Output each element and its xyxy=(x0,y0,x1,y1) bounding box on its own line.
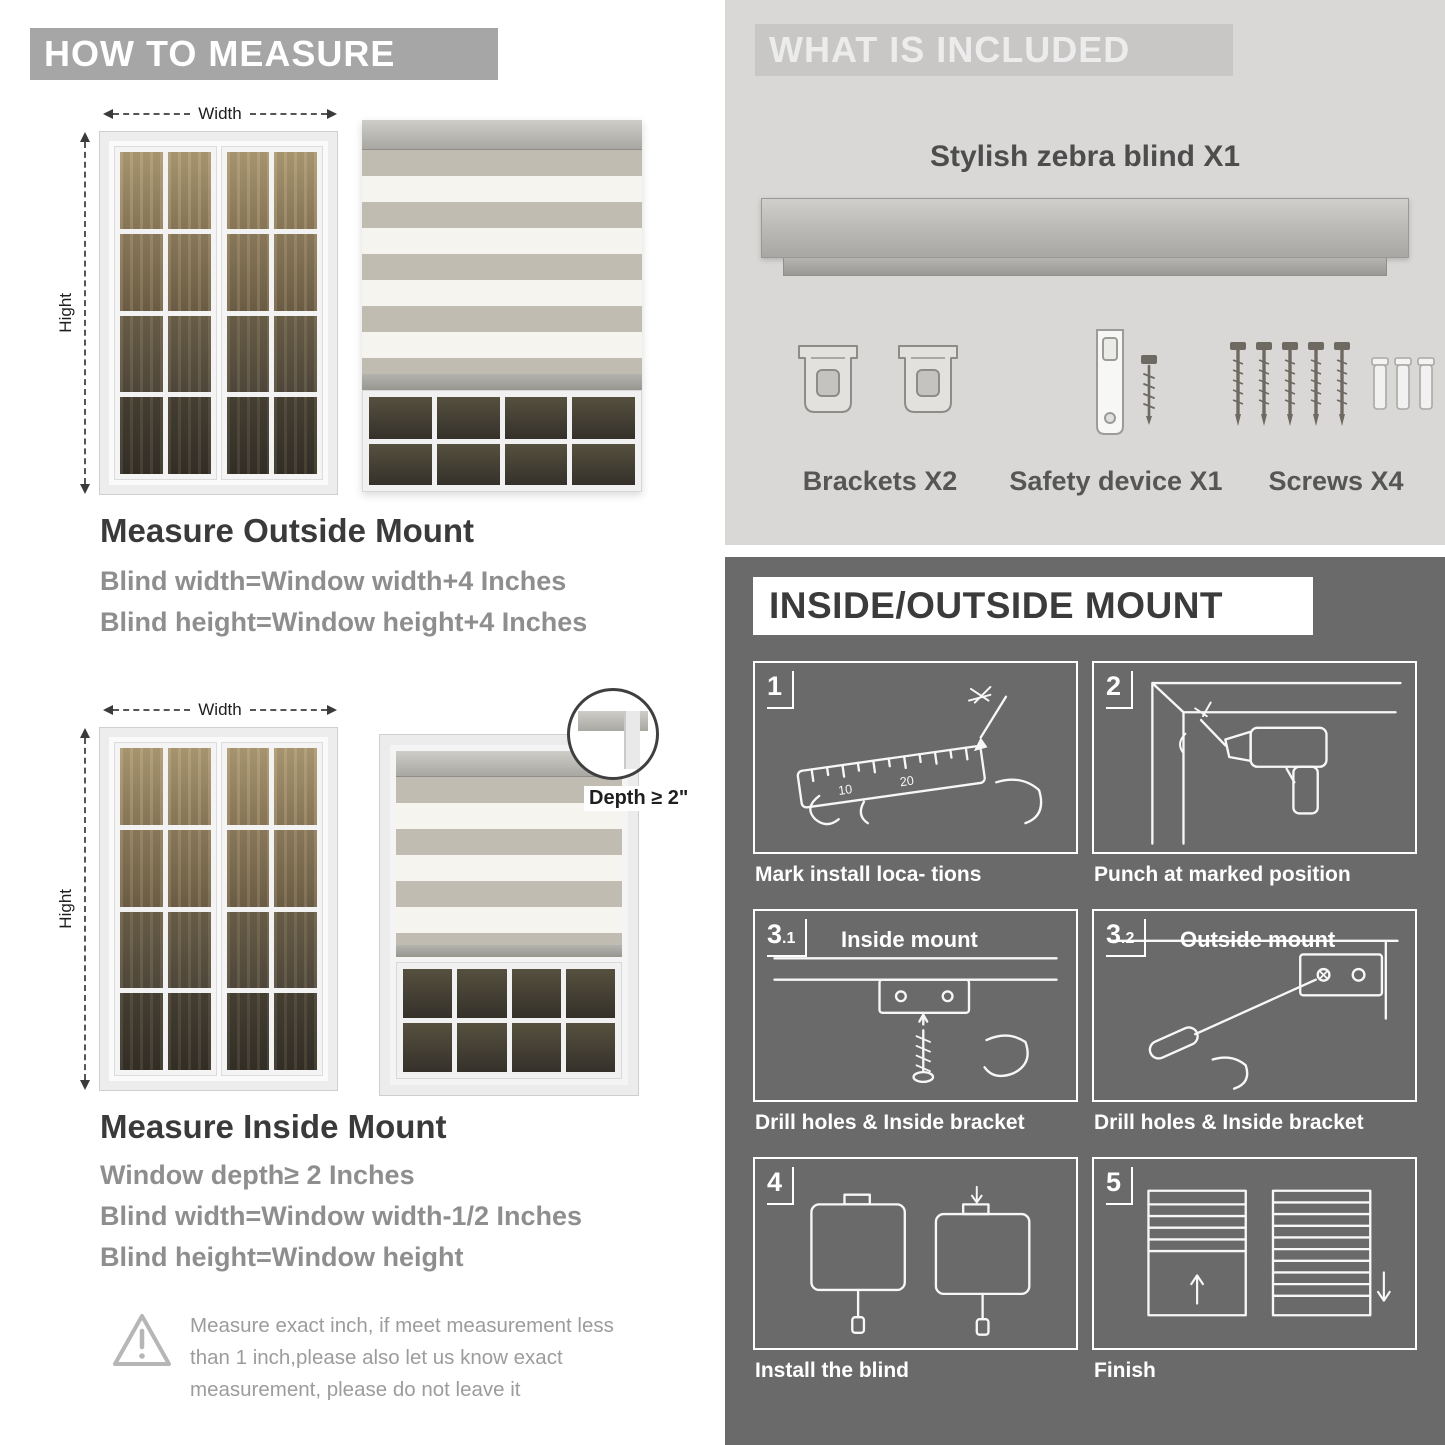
step-4: 4 xyxy=(753,1157,1078,1383)
inside-bracket-illustration xyxy=(773,957,1058,1084)
inside-mount-line-3: Blind height=Window height xyxy=(100,1242,464,1272)
step-number: 4 xyxy=(767,1167,795,1205)
screws-label: Screws X4 xyxy=(1268,466,1404,496)
zebra-blind-outside-photo xyxy=(362,120,642,492)
width-arrow-inside: Width xyxy=(103,700,337,720)
finished-blinds-illustration xyxy=(1147,1189,1391,1317)
arrow-left-icon xyxy=(103,109,113,119)
brackets-icon xyxy=(798,345,958,413)
blind-stripes xyxy=(362,150,642,374)
inside-mount-title: Measure Inside Mount xyxy=(100,1108,447,1145)
measurement-warning: Measure exact inch, if meet measurement … xyxy=(110,1310,630,1405)
warning-text: Measure exact inch, if meet measurement … xyxy=(190,1314,614,1401)
window-sash xyxy=(220,146,323,480)
blind-bottom-rail xyxy=(362,374,642,390)
height-arrow-outside: Hight xyxy=(56,132,90,494)
warning-triangle-icon xyxy=(113,1314,171,1366)
step-5: 5 Finish xyxy=(1092,1157,1417,1383)
width-label: Width xyxy=(198,700,242,719)
mount-steps-grid: 1 10 20 xyxy=(753,661,1417,1383)
step-1-panel: 1 10 20 xyxy=(753,661,1078,854)
window-photo-outside xyxy=(99,131,338,495)
drill-illustration xyxy=(1151,681,1402,845)
height-label: Hight xyxy=(56,889,75,929)
window-sash xyxy=(220,742,323,1076)
step-2-caption: Punch at marked position xyxy=(1094,863,1351,886)
step-4-panel: 4 xyxy=(753,1157,1078,1350)
arrow-down-icon xyxy=(80,484,90,494)
svg-text:20: 20 xyxy=(899,774,915,790)
window-sash xyxy=(114,742,217,1076)
how-to-measure-title: HOW TO MEASURE xyxy=(44,33,396,74)
window-under-blind xyxy=(396,962,622,1079)
inside-mount-line-1: Window depth≥ 2 Inches xyxy=(100,1160,415,1190)
step-1: 1 10 20 xyxy=(753,661,1078,887)
window-sash xyxy=(114,146,217,480)
step-number: 3.1 xyxy=(767,919,808,957)
step-3-1-title: Inside mount xyxy=(841,927,978,952)
outside-bracket-illustration xyxy=(1110,939,1399,1090)
step-3-1-panel: 3.1 Inside mount xyxy=(753,909,1078,1102)
blind-cassette xyxy=(362,120,642,150)
width-arrow-outside: Width xyxy=(103,104,337,124)
window-photo-inside xyxy=(99,727,338,1091)
brackets-label: Brackets X2 xyxy=(802,466,958,496)
measure-tape-illustration: 10 20 xyxy=(796,686,1043,826)
window-under-blind xyxy=(362,390,642,492)
depth-callout-circle xyxy=(567,688,659,780)
safety-device-label: Safety device X1 xyxy=(1009,466,1223,496)
svg-text:10: 10 xyxy=(837,782,853,798)
mount-section-header: INSIDE/OUTSIDE MOUNT xyxy=(753,577,1313,635)
what-is-included-title: WHAT IS INCLUDED xyxy=(769,29,1131,70)
step-number: 1 xyxy=(767,671,795,709)
arrow-down-icon xyxy=(80,1080,90,1090)
height-label: Hight xyxy=(56,293,75,333)
screws-icon xyxy=(1228,340,1435,428)
width-label: Width xyxy=(198,104,242,123)
step-3-1: 3.1 Inside mount xyxy=(753,909,1078,1135)
install-blind-illustration xyxy=(810,1185,1031,1336)
arrow-up-icon xyxy=(80,728,90,738)
zebra-blind-cassette-image xyxy=(761,198,1409,258)
outside-mount-title: Measure Outside Mount xyxy=(100,512,475,549)
inside-mount-line-2: Blind width=Window width-1/2 Inches xyxy=(100,1201,583,1231)
step-3-1-caption: Drill holes & Inside bracket xyxy=(755,1111,1025,1134)
arrow-left-icon xyxy=(103,705,113,715)
step-number: 3.2 xyxy=(1106,919,1147,957)
step-5-panel: 5 xyxy=(1092,1157,1417,1350)
how-to-measure-section: HOW TO MEASURE Width Hight xyxy=(0,0,710,1445)
blind-bottom-rail xyxy=(396,945,622,957)
step-1-caption: Mark install loca- tions xyxy=(755,863,982,886)
how-to-measure-header: HOW TO MEASURE xyxy=(30,28,498,80)
step-3-2-title: Outside mount xyxy=(1180,927,1336,952)
mount-section-title: INSIDE/OUTSIDE MOUNT xyxy=(769,585,1224,626)
step-number: 2 xyxy=(1106,671,1134,709)
what-is-included-section: WHAT IS INCLUDED Stylish zebra blind X1 xyxy=(725,0,1445,545)
outside-mount-line-1: Blind width=Window width+4 Inches xyxy=(100,566,567,596)
mount-instructions-section: INSIDE/OUTSIDE MOUNT 1 10 20 xyxy=(725,557,1445,1445)
arrow-up-icon xyxy=(80,132,90,142)
arrow-right-icon xyxy=(327,109,337,119)
safety-device-icon xyxy=(1096,329,1157,435)
step-3-2-panel: 3.2 Outside mount xyxy=(1092,909,1417,1102)
depth-requirement-label: Depth ≥ 2" xyxy=(584,786,694,811)
step-4-caption: Install the blind xyxy=(755,1359,910,1382)
step-number: 5 xyxy=(1106,1167,1134,1205)
step-2-panel: 2 xyxy=(1092,661,1417,854)
zebra-blind-cassette-lip xyxy=(783,258,1387,276)
step-3-2: 3.2 Outside mount xyxy=(1092,909,1417,1135)
step-3-2-caption: Drill holes & Inside bracket xyxy=(1094,1111,1364,1134)
arrow-right-icon xyxy=(327,705,337,715)
height-arrow-inside: Hight xyxy=(56,728,90,1090)
step-2: 2 Punch at mar xyxy=(1092,661,1417,887)
outside-mount-line-2: Blind height=Window height+4 Inches xyxy=(100,607,588,637)
step-5-caption: Finish xyxy=(1094,1359,1156,1382)
what-is-included-header: WHAT IS INCLUDED xyxy=(755,24,1233,76)
product-name-label: Stylish zebra blind X1 xyxy=(929,140,1241,173)
